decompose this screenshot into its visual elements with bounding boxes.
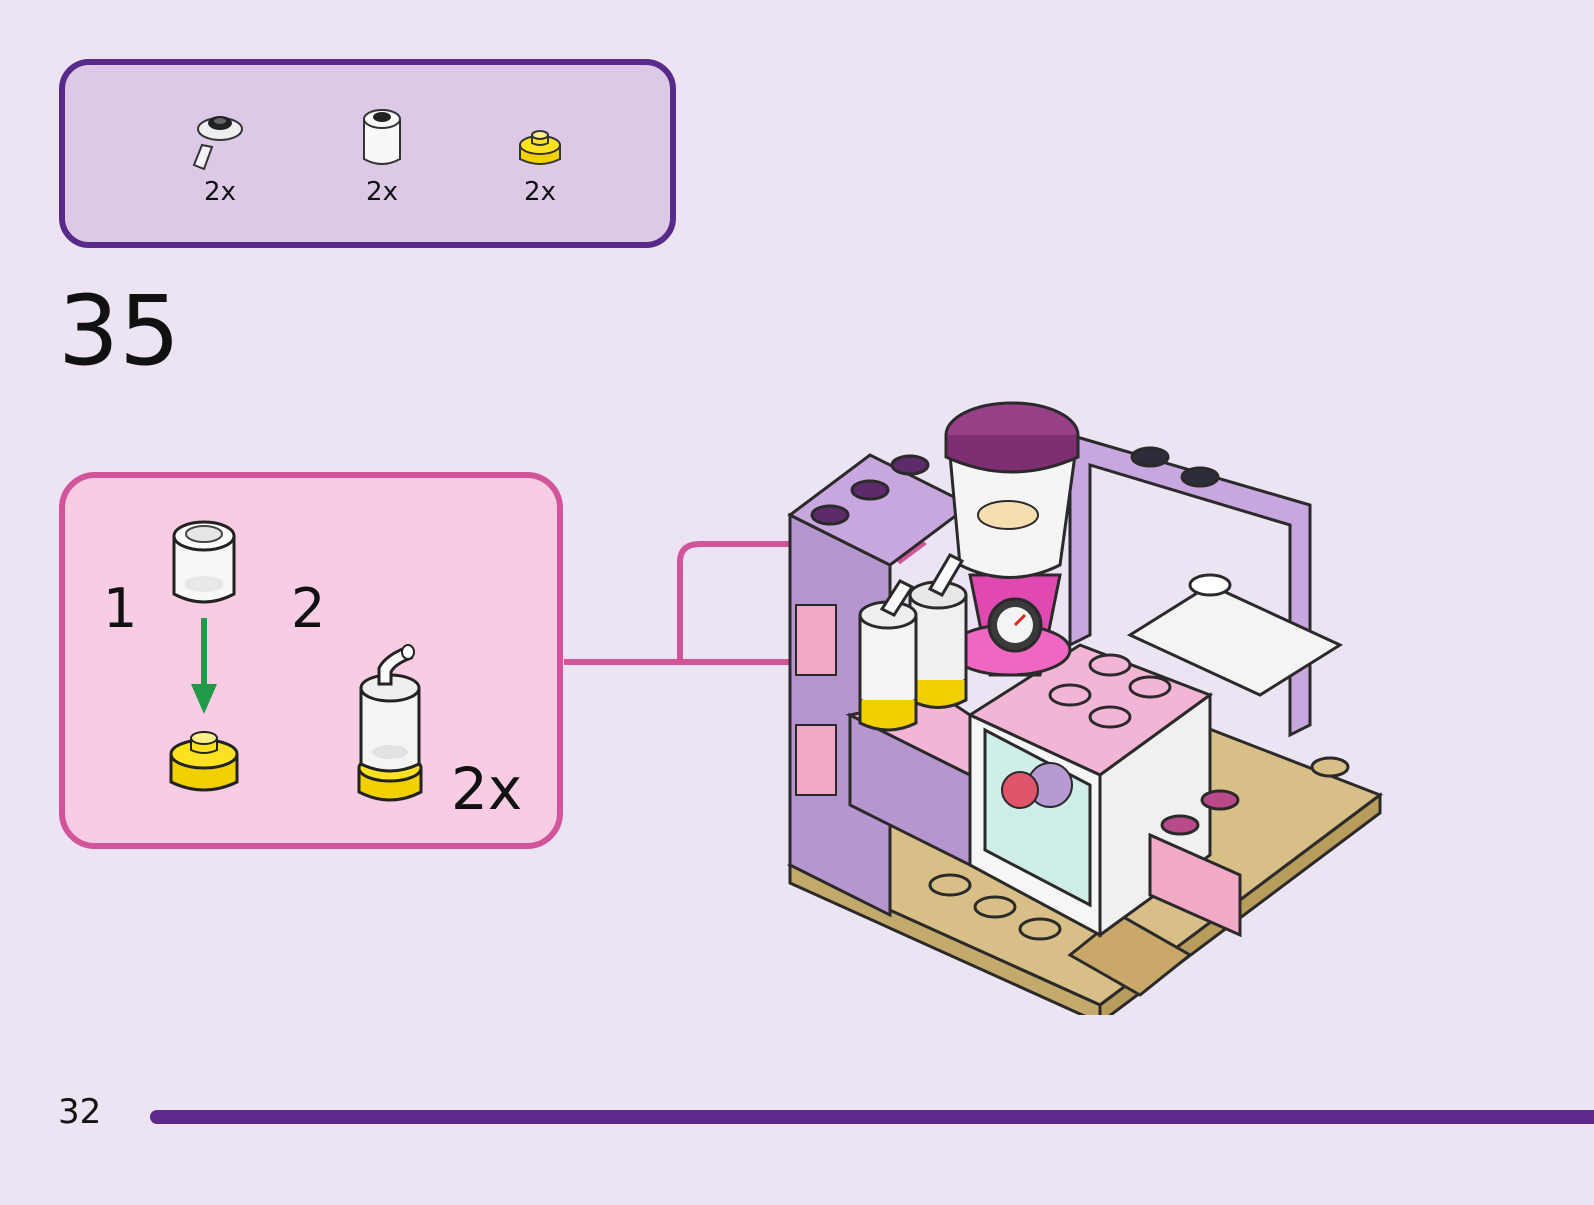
model-illustration	[786, 401, 1384, 1015]
subassembly-box: 1 2 2x	[59, 472, 563, 849]
substep-number-1: 1	[103, 577, 138, 640]
footer-divider	[150, 1110, 1594, 1124]
step-number: 35	[58, 275, 181, 387]
substep2-illustration	[357, 644, 423, 802]
page-number: 32	[58, 1092, 102, 1132]
transparent-round-brick-icon	[363, 109, 401, 165]
yellow-round-plate-icon	[519, 130, 561, 165]
part-item: 2x	[337, 105, 427, 207]
substep-number-2: 2	[291, 577, 326, 640]
part-item: 2x	[495, 105, 585, 207]
substep1-illustration	[169, 520, 239, 792]
part-quantity: 2x	[366, 177, 398, 207]
transparent-round-plate-with-bar-icon	[192, 116, 243, 171]
part-quantity: 2x	[204, 177, 236, 207]
parts-list-box: 2x 2x 2x	[59, 59, 676, 248]
part-quantity: 2x	[524, 177, 556, 207]
substep-multiplier: 2x	[451, 755, 523, 823]
part-item: 2x	[175, 105, 265, 207]
